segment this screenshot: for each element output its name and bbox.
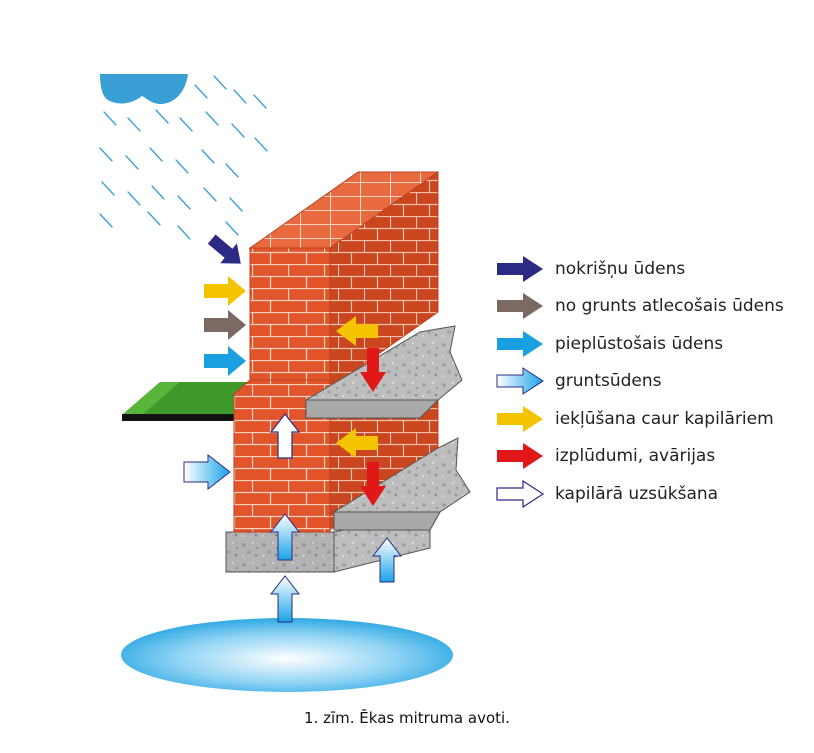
gradient-blue-arrow-icon (496, 367, 544, 396)
dark-blue-arrow-icon (497, 255, 543, 282)
legend-label: iekļūšana caur kapilāriem (555, 408, 774, 429)
cloud (100, 74, 188, 104)
light-blue-arrow-icon (497, 330, 543, 357)
figure-caption: 1. zīm. Ēkas mitruma avoti. (304, 709, 510, 727)
inflowing-water-arrow-icon (204, 346, 246, 376)
red-arrow-icon (497, 443, 543, 470)
legend-item-ground-rebound: no grunts atlecošais ūdens (495, 288, 810, 326)
rain (99, 75, 268, 240)
legend-label: izplūdumi, avārijas (555, 446, 716, 467)
ground-surface (122, 382, 250, 421)
ground-rebound-arrow-icon (204, 310, 246, 340)
legend-item-inflowing: pieplūstošais ūdens (495, 325, 810, 363)
precipitation-arrow-icon (207, 234, 241, 264)
legend-label: gruntsūdens (555, 371, 662, 392)
lower-floor-slab (333, 437, 471, 531)
legend-item-leaks: izplūdumi, avārijas (495, 438, 810, 476)
white-arrow-icon (496, 479, 545, 508)
legend-label: nokrišņu ūdens (555, 258, 686, 279)
groundwater-pool (121, 618, 453, 692)
legend-label: no grunts atlecošais ūdens (555, 296, 784, 317)
legend: nokrišņu ūdens no grunts atlecošais ūden… (495, 250, 810, 513)
leak-arrow-icon (360, 348, 386, 506)
yellow-arrow-icon (497, 405, 543, 432)
legend-item-precipitation: nokrišņu ūdens (495, 250, 810, 288)
legend-item-capillary-suction: kapilārā uzsūkšana (495, 475, 810, 513)
brown-arrow-icon (497, 293, 543, 320)
legend-label: kapilārā uzsūkšana (555, 483, 719, 504)
legend-item-capillary-penetration: iekļūšana caur kapilāriem (495, 400, 810, 438)
capillary-suction-arrow-icon (269, 413, 301, 459)
groundwater-arrow-icon (183, 453, 403, 623)
legend-item-groundwater: gruntsūdens (495, 363, 810, 401)
legend-label: pieplūstošais ūdens (555, 333, 724, 354)
capillary-penetration-arrow-icon (204, 276, 378, 458)
